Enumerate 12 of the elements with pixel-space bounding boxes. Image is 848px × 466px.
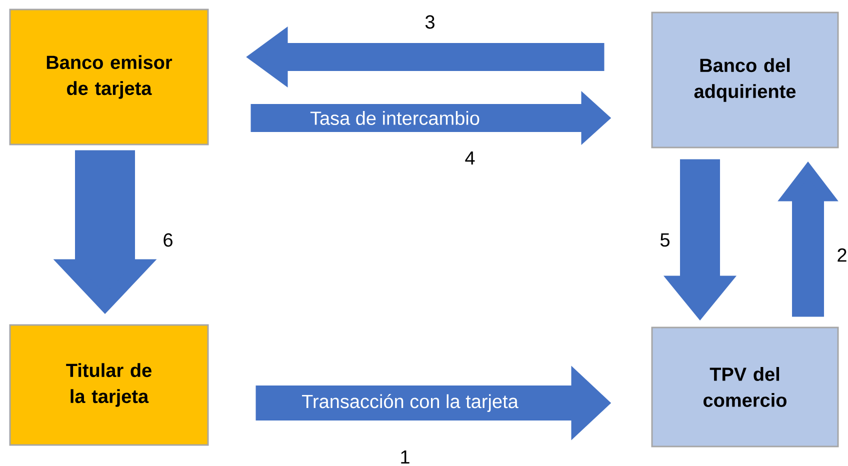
edge-label: 6 (164, 233, 172, 247)
process-box: Banco emisor de tarjeta (9, 8, 209, 146)
edge-label: 1 (401, 450, 410, 464)
process-box: TPV del comercio (651, 326, 839, 448)
arrow-label: Transacción con la tarjeta (302, 394, 518, 412)
process-box: Titular de la tarjeta (9, 324, 209, 446)
edge-label: 3 (425, 15, 434, 29)
edge-label: 4 (465, 151, 475, 165)
process-box: Banco del adquiriente (651, 12, 839, 148)
arrow-label: Tasa de intercambio (310, 111, 480, 125)
edge-label: 2 (838, 248, 846, 262)
edge-label: 5 (660, 233, 670, 247)
